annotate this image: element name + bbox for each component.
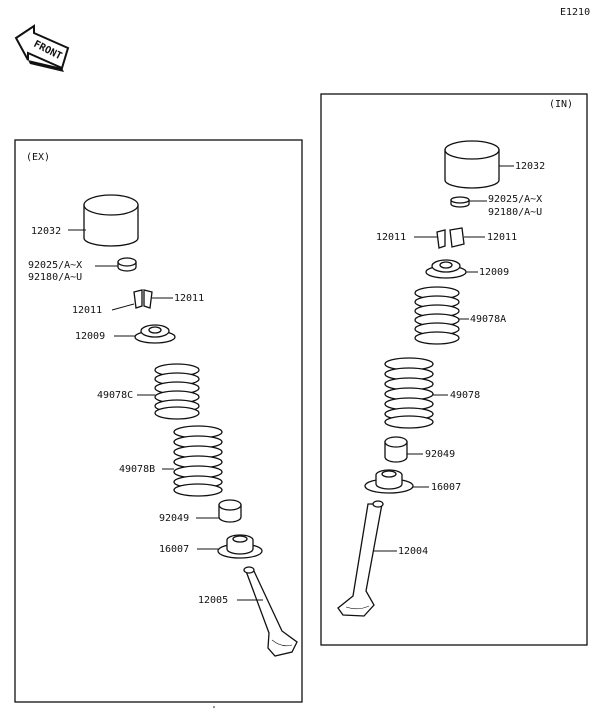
in-retainer-label: 12009 — [479, 267, 509, 278]
ex-shim-label-a: 92025/A~X — [28, 260, 82, 271]
in-frame — [320, 93, 588, 646]
in-tappet — [444, 140, 500, 189]
in-valve-label: 12004 — [398, 546, 428, 557]
ex-panel: (EX) 12032 92025/A~X 92180/A~U 12011 120… — [14, 139, 303, 703]
speck — [213, 706, 215, 708]
ex-spring-seat — [217, 534, 263, 559]
in-cotter-right-label: 12011 — [487, 232, 517, 243]
ex-spring-inner — [154, 363, 200, 420]
ex-cotters — [133, 289, 153, 309]
ex-spring-outer — [173, 425, 223, 497]
in-spring-seat — [364, 469, 414, 494]
in-seal-label: 92049 — [425, 449, 455, 460]
in-spring-outer — [384, 357, 434, 429]
in-shim-label-b: 92180/A~U — [488, 207, 542, 218]
in-shim-label-a: 92025/A~X — [488, 194, 542, 205]
in-cotter-left-label: 12011 — [376, 232, 406, 243]
ex-spring-outer-label: 49078B — [119, 464, 155, 475]
in-spring-inner — [414, 286, 460, 345]
in-cotters — [436, 227, 465, 249]
in-retainer — [425, 259, 467, 279]
ex-seat-label: 16007 — [159, 544, 189, 555]
in-shim — [450, 196, 470, 208]
front-arrow-icon: FRONT — [14, 24, 70, 72]
in-spring-inner-label: 49078A — [470, 314, 506, 325]
ex-cotter-left-label: 12011 — [72, 305, 102, 316]
in-title: (IN) — [549, 99, 573, 110]
ex-spring-inner-label: 49078C — [97, 390, 133, 401]
ex-retainer — [134, 324, 176, 344]
in-tappet-label: 12032 — [515, 161, 545, 172]
ex-retainer-label: 12009 — [75, 331, 105, 342]
in-seat-label: 16007 — [431, 482, 461, 493]
ex-frame — [14, 139, 303, 703]
in-spring-outer-label: 49078 — [450, 390, 480, 401]
in-valve-seal — [384, 436, 408, 463]
in-panel: (IN) 12032 92025/A~X 92180/A~U 12011 120… — [320, 93, 588, 646]
in-valve — [337, 500, 384, 617]
ex-tappet — [83, 194, 139, 247]
ex-valve-label: 12005 — [198, 595, 228, 606]
diagram-code: E1210 — [560, 7, 590, 18]
ex-shim — [117, 257, 137, 272]
ex-valve — [243, 566, 298, 657]
ex-shim-label-b: 92180/A~U — [28, 272, 82, 283]
ex-valve-seal — [218, 499, 242, 523]
ex-title: (EX) — [26, 152, 50, 163]
ex-tappet-label: 12032 — [31, 226, 61, 237]
ex-seal-label: 92049 — [159, 513, 189, 524]
ex-cotter-right-label: 12011 — [174, 293, 204, 304]
